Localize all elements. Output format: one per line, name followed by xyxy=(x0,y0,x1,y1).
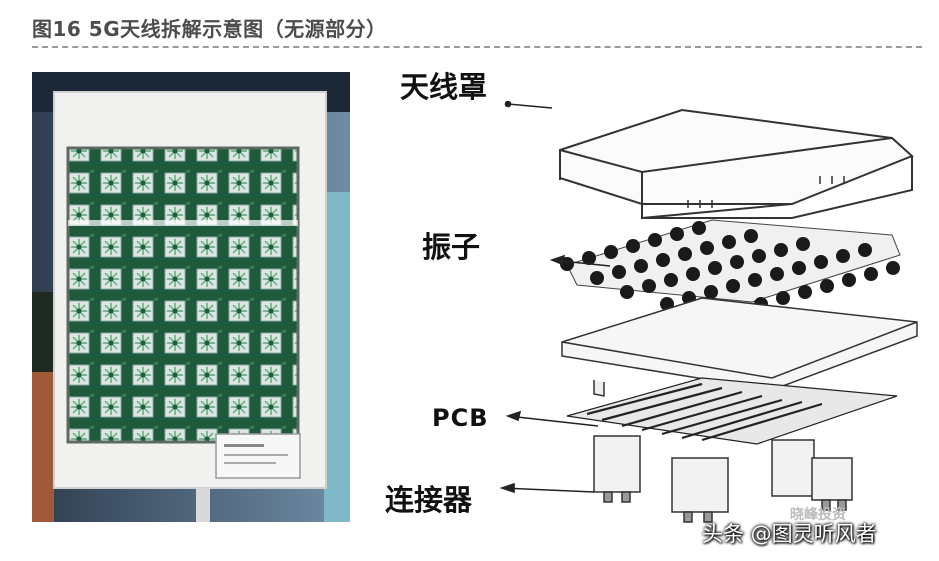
radiator-element-array xyxy=(560,219,901,323)
reflector-plate xyxy=(561,297,918,397)
label-connector: 连接器 xyxy=(385,483,473,517)
title-divider xyxy=(32,46,922,48)
figure-title: 图16 5G天线拆解示意图（无源部分） xyxy=(32,17,387,41)
radome-drawing xyxy=(559,108,914,220)
antenna-photo xyxy=(32,72,350,522)
background-watermark: 晓峰投资 xyxy=(790,507,846,523)
label-radiating-element: 振子 xyxy=(422,230,481,264)
source-watermark: 头条 @图灵听风者 xyxy=(702,522,877,546)
label-pcb: PCB xyxy=(432,404,489,432)
exploded-diagram xyxy=(499,100,918,523)
leader-lines xyxy=(499,100,611,494)
label-radome: 天线罩 xyxy=(400,70,488,104)
connector-blocks xyxy=(593,435,853,523)
pcb-feed-board xyxy=(566,377,898,445)
